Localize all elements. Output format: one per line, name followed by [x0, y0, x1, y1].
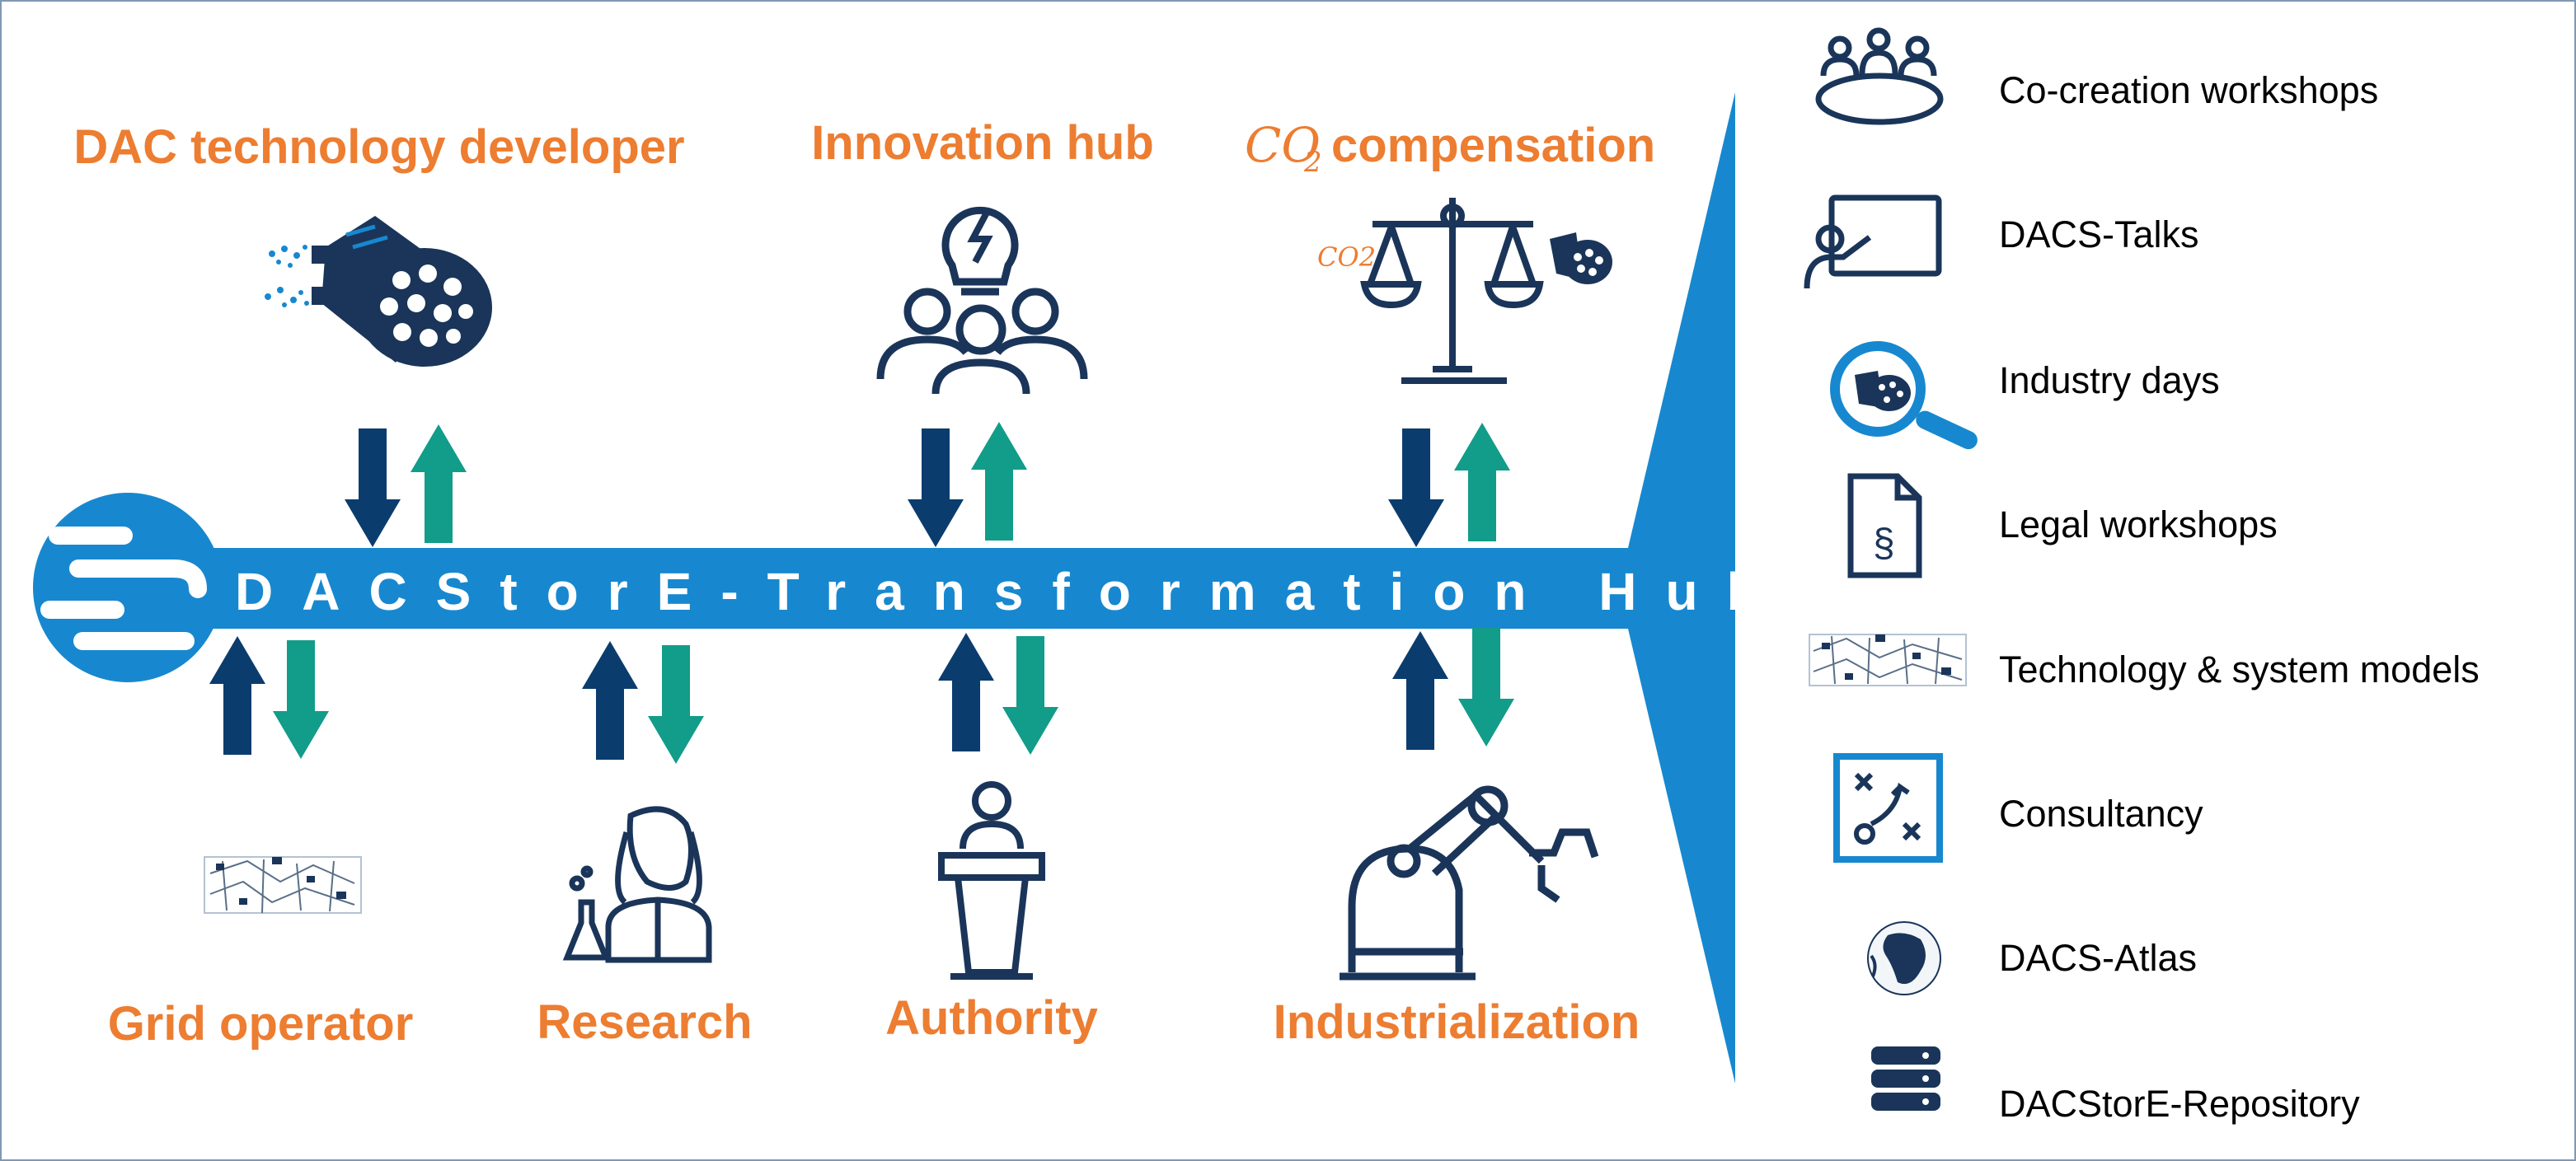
balance-scale-icon: CO2 — [1317, 198, 1612, 384]
co2-subscript: 2 — [1303, 146, 1322, 179]
stakeholder-label-dac: DAC technology developer — [73, 120, 684, 174]
arrow-up-innovation — [971, 422, 1027, 541]
hub-bar: DACStorE-Transformation Hub — [33, 92, 1788, 1084]
stakeholder-label-industrialization: Industrialization — [1274, 995, 1640, 1049]
system-model-icon — [1809, 634, 1967, 686]
magnifier-device-icon — [1830, 341, 1978, 450]
stakeholder-label-authority: Authority — [885, 991, 1098, 1045]
format-label-atlas: DACS-Atlas — [1999, 937, 2197, 979]
stakeholder-label-co2: CO 2 compensation — [1245, 117, 1655, 179]
format-label-legal: Legal workshops — [1999, 503, 2278, 545]
arrow-up-co2 — [1454, 423, 1510, 541]
legal-document-icon: § — [1847, 473, 1922, 578]
arrow-down-innovation — [908, 428, 964, 547]
grid-network-icon — [204, 856, 362, 914]
arrow-up-dac — [411, 424, 467, 543]
arrow-up-grid — [209, 636, 265, 755]
format-label-cocreation: Co-creation workshops — [1999, 69, 2378, 111]
format-label-consultancy: Consultancy — [1999, 793, 2203, 835]
arrow-down-co2 — [1388, 428, 1444, 547]
co2-prefix: CO — [1245, 117, 1321, 173]
arrow-down-industrialization — [1458, 628, 1514, 747]
speaker-podium-icon — [938, 781, 1045, 980]
arrow-up-industrialization — [1392, 631, 1448, 750]
format-label-models: Technology & system models — [1999, 648, 2480, 691]
dac-device-icon — [265, 216, 492, 367]
stakeholder-label-research: Research — [537, 995, 752, 1049]
robot-arm-icon — [1340, 785, 1599, 981]
database-icon — [1871, 1046, 1940, 1111]
arrow-up-authority — [938, 633, 994, 751]
researcher-icon — [562, 806, 712, 963]
co2-compensation-text: compensation — [1331, 119, 1655, 172]
stakeholder-label-grid: Grid operator — [108, 997, 414, 1051]
format-label-repository: DACStorE-Repository — [1999, 1083, 2360, 1125]
meeting-table-icon — [1815, 27, 1944, 125]
strategy-board-icon — [1833, 753, 1943, 863]
hub-funnel — [1628, 92, 1735, 1084]
paragraph-glyph: § — [1873, 522, 1895, 565]
arrow-down-dac — [345, 428, 401, 547]
arrow-down-grid — [273, 640, 329, 759]
stakeholder-label-innovation: Innovation hub — [811, 116, 1154, 170]
arrow-down-research — [648, 645, 704, 764]
presentation-board-icon — [1804, 194, 1942, 289]
scale-co2-text: CO2 — [1317, 241, 1376, 273]
arrow-up-research — [582, 641, 638, 760]
hub-band — [152, 548, 1661, 629]
earth-continents — [40, 527, 207, 650]
format-label-dacs-talks: DACS-Talks — [1999, 213, 2199, 255]
format-label-industry-days: Industry days — [1999, 359, 2220, 401]
globe-icon — [1867, 921, 1941, 995]
innovation-people-icon — [876, 206, 1088, 395]
hub-title: DACStorE-Transformation Hub — [235, 562, 1788, 621]
arrow-down-authority — [1002, 636, 1058, 755]
